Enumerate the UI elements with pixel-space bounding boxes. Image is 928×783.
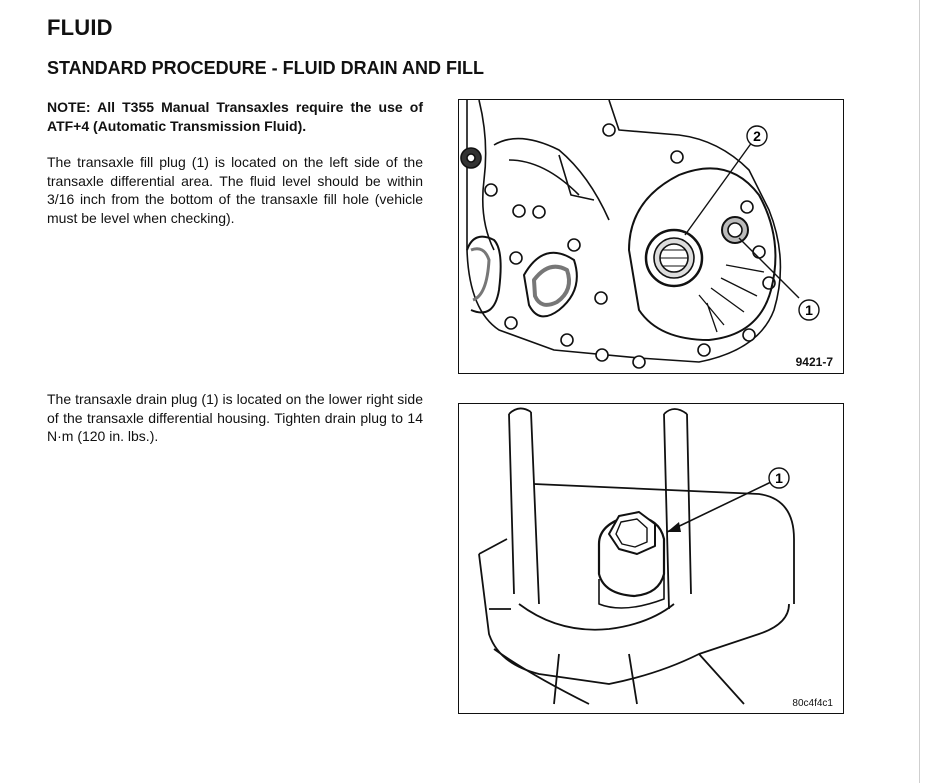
page-edge-rule	[919, 0, 920, 783]
drain-plug-figure: 1 80c4f4c1	[458, 403, 844, 714]
figure-id: 80c4f4c1	[790, 698, 835, 709]
drain-plug-paragraph: The transaxle drain plug (1) is located …	[47, 391, 423, 444]
note-paragraph: NOTE: All T355 Manual Transaxles require…	[47, 99, 423, 134]
section-title: STANDARD PROCEDURE - FLUID DRAIN AND FIL…	[47, 58, 484, 78]
fill-plug-illustration: 2 1	[460, 100, 820, 369]
page-title: FLUID	[47, 15, 113, 40]
drain-plug-illustration: 1	[478, 407, 795, 705]
figure-id: 9421-7	[793, 355, 835, 369]
callout-2-label: 2	[753, 128, 761, 144]
fill-plug-figure: 2 1 9421-7	[458, 99, 844, 374]
callout-1-label: 1	[775, 470, 783, 486]
callout-1-label: 1	[805, 302, 813, 318]
fill-plug-paragraph: The transaxle fill plug (1) is located o…	[47, 154, 423, 226]
